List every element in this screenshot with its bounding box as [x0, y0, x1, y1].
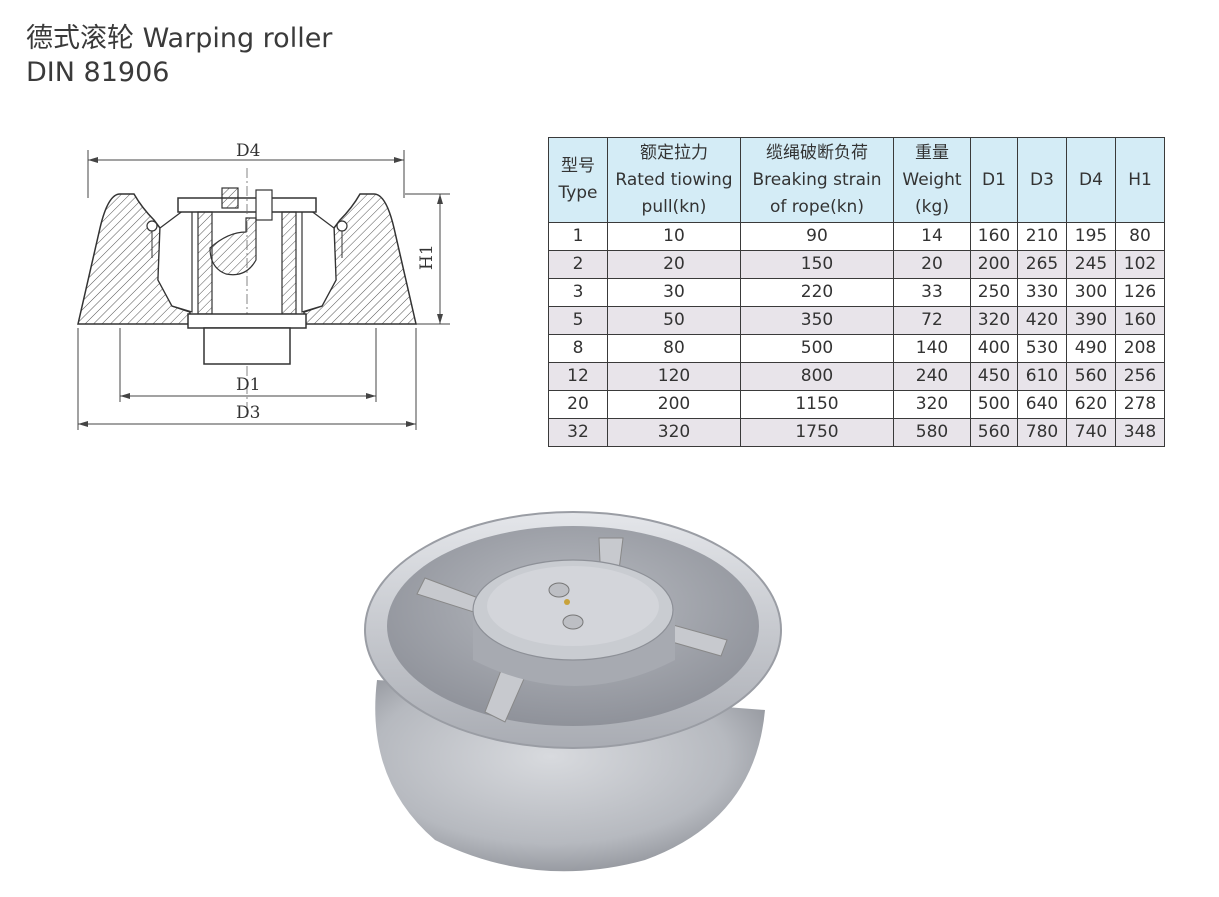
- cell-d1: 450: [970, 362, 1018, 391]
- cell-d3: 780: [1017, 418, 1067, 447]
- header-d1: D1: [970, 137, 1018, 223]
- cell-weight: 320: [893, 390, 971, 419]
- cell-rated-pull: 80: [607, 334, 741, 363]
- cell-h1: 126: [1115, 278, 1165, 307]
- cell-d4: 300: [1066, 278, 1116, 307]
- dim-label-h1: H1: [417, 244, 437, 270]
- cell-d1: 400: [970, 334, 1018, 363]
- cell-d1: 500: [970, 390, 1018, 419]
- cell-d4: 245: [1066, 250, 1116, 279]
- cell-type: 1: [548, 222, 608, 251]
- cell-type: 2: [548, 250, 608, 279]
- cell-d4: 560: [1066, 362, 1116, 391]
- cell-breaking-strain: 220: [740, 278, 894, 307]
- cell-d4: 390: [1066, 306, 1116, 335]
- cell-d4: 490: [1066, 334, 1116, 363]
- cell-breaking-strain: 150: [740, 250, 894, 279]
- cell-type: 3: [548, 278, 608, 307]
- cell-d3: 530: [1017, 334, 1067, 363]
- cell-h1: 102: [1115, 250, 1165, 279]
- page-title: 德式滚轮 Warping roller DIN 81906: [26, 22, 332, 90]
- header-d3: D3: [1017, 137, 1067, 223]
- header-weight: 重量 Weight (kg): [893, 137, 971, 223]
- cell-weight: 580: [893, 418, 971, 447]
- cell-d3: 640: [1017, 390, 1067, 419]
- cell-breaking-strain: 800: [740, 362, 894, 391]
- cell-breaking-strain: 350: [740, 306, 894, 335]
- cell-h1: 208: [1115, 334, 1165, 363]
- cell-d4: 195: [1066, 222, 1116, 251]
- cell-h1: 256: [1115, 362, 1165, 391]
- title-line-2: DIN 81906: [26, 57, 170, 88]
- cell-weight: 72: [893, 306, 971, 335]
- dim-label-d3: D3: [236, 403, 260, 423]
- cell-h1: 278: [1115, 390, 1165, 419]
- cell-rated-pull: 30: [607, 278, 741, 307]
- cell-weight: 33: [893, 278, 971, 307]
- cell-weight: 14: [893, 222, 971, 251]
- cell-rated-pull: 120: [607, 362, 741, 391]
- cell-d1: 250: [970, 278, 1018, 307]
- cell-h1: 160: [1115, 306, 1165, 335]
- header-breaking-strain: 缆绳破断负荷 Breaking strain of rope(kn): [740, 137, 894, 223]
- table-header-row: 型号 Type 额定拉力 Rated tiowing pull(kn) 缆绳破断…: [548, 137, 1165, 223]
- header-h1: H1: [1115, 137, 1165, 223]
- cell-rated-pull: 50: [607, 306, 741, 335]
- cell-weight: 20: [893, 250, 971, 279]
- roller-photo: [364, 511, 782, 872]
- cell-rated-pull: 20: [607, 250, 741, 279]
- header-rated-pull: 额定拉力 Rated tiowing pull(kn): [607, 137, 741, 223]
- cell-type: 20: [548, 390, 608, 419]
- cell-rated-pull: 10: [607, 222, 741, 251]
- dim-label-d1: D1: [236, 375, 260, 395]
- dim-label-d4: D4: [236, 141, 260, 161]
- cell-d1: 160: [970, 222, 1018, 251]
- cell-breaking-strain: 500: [740, 334, 894, 363]
- cell-weight: 240: [893, 362, 971, 391]
- cell-d3: 420: [1017, 306, 1067, 335]
- title-line-1: 德式滚轮 Warping roller: [26, 23, 333, 54]
- cell-d3: 210: [1017, 222, 1067, 251]
- cell-type: 32: [548, 418, 608, 447]
- cell-type: 12: [548, 362, 608, 391]
- cell-type: 8: [548, 334, 608, 363]
- cell-d4: 740: [1066, 418, 1116, 447]
- cell-d4: 620: [1066, 390, 1116, 419]
- cell-d1: 560: [970, 418, 1018, 447]
- cell-h1: 348: [1115, 418, 1165, 447]
- cell-d3: 265: [1017, 250, 1067, 279]
- cell-d3: 330: [1017, 278, 1067, 307]
- header-type: 型号 Type: [548, 137, 608, 223]
- cell-breaking-strain: 90: [740, 222, 894, 251]
- header-d4: D4: [1066, 137, 1116, 223]
- cell-h1: 80: [1115, 222, 1165, 251]
- cell-weight: 140: [893, 334, 971, 363]
- cell-breaking-strain: 1150: [740, 390, 894, 419]
- cross-section-drawing: D4 H1 D1 D3: [77, 141, 450, 430]
- cell-d1: 320: [970, 306, 1018, 335]
- cell-type: 5: [548, 306, 608, 335]
- cell-d1: 200: [970, 250, 1018, 279]
- cell-breaking-strain: 1750: [740, 418, 894, 447]
- spec-table: 型号 Type 额定拉力 Rated tiowing pull(kn) 缆绳破断…: [548, 137, 1165, 447]
- cell-d3: 610: [1017, 362, 1067, 391]
- cell-rated-pull: 320: [607, 418, 741, 447]
- cell-rated-pull: 200: [607, 390, 741, 419]
